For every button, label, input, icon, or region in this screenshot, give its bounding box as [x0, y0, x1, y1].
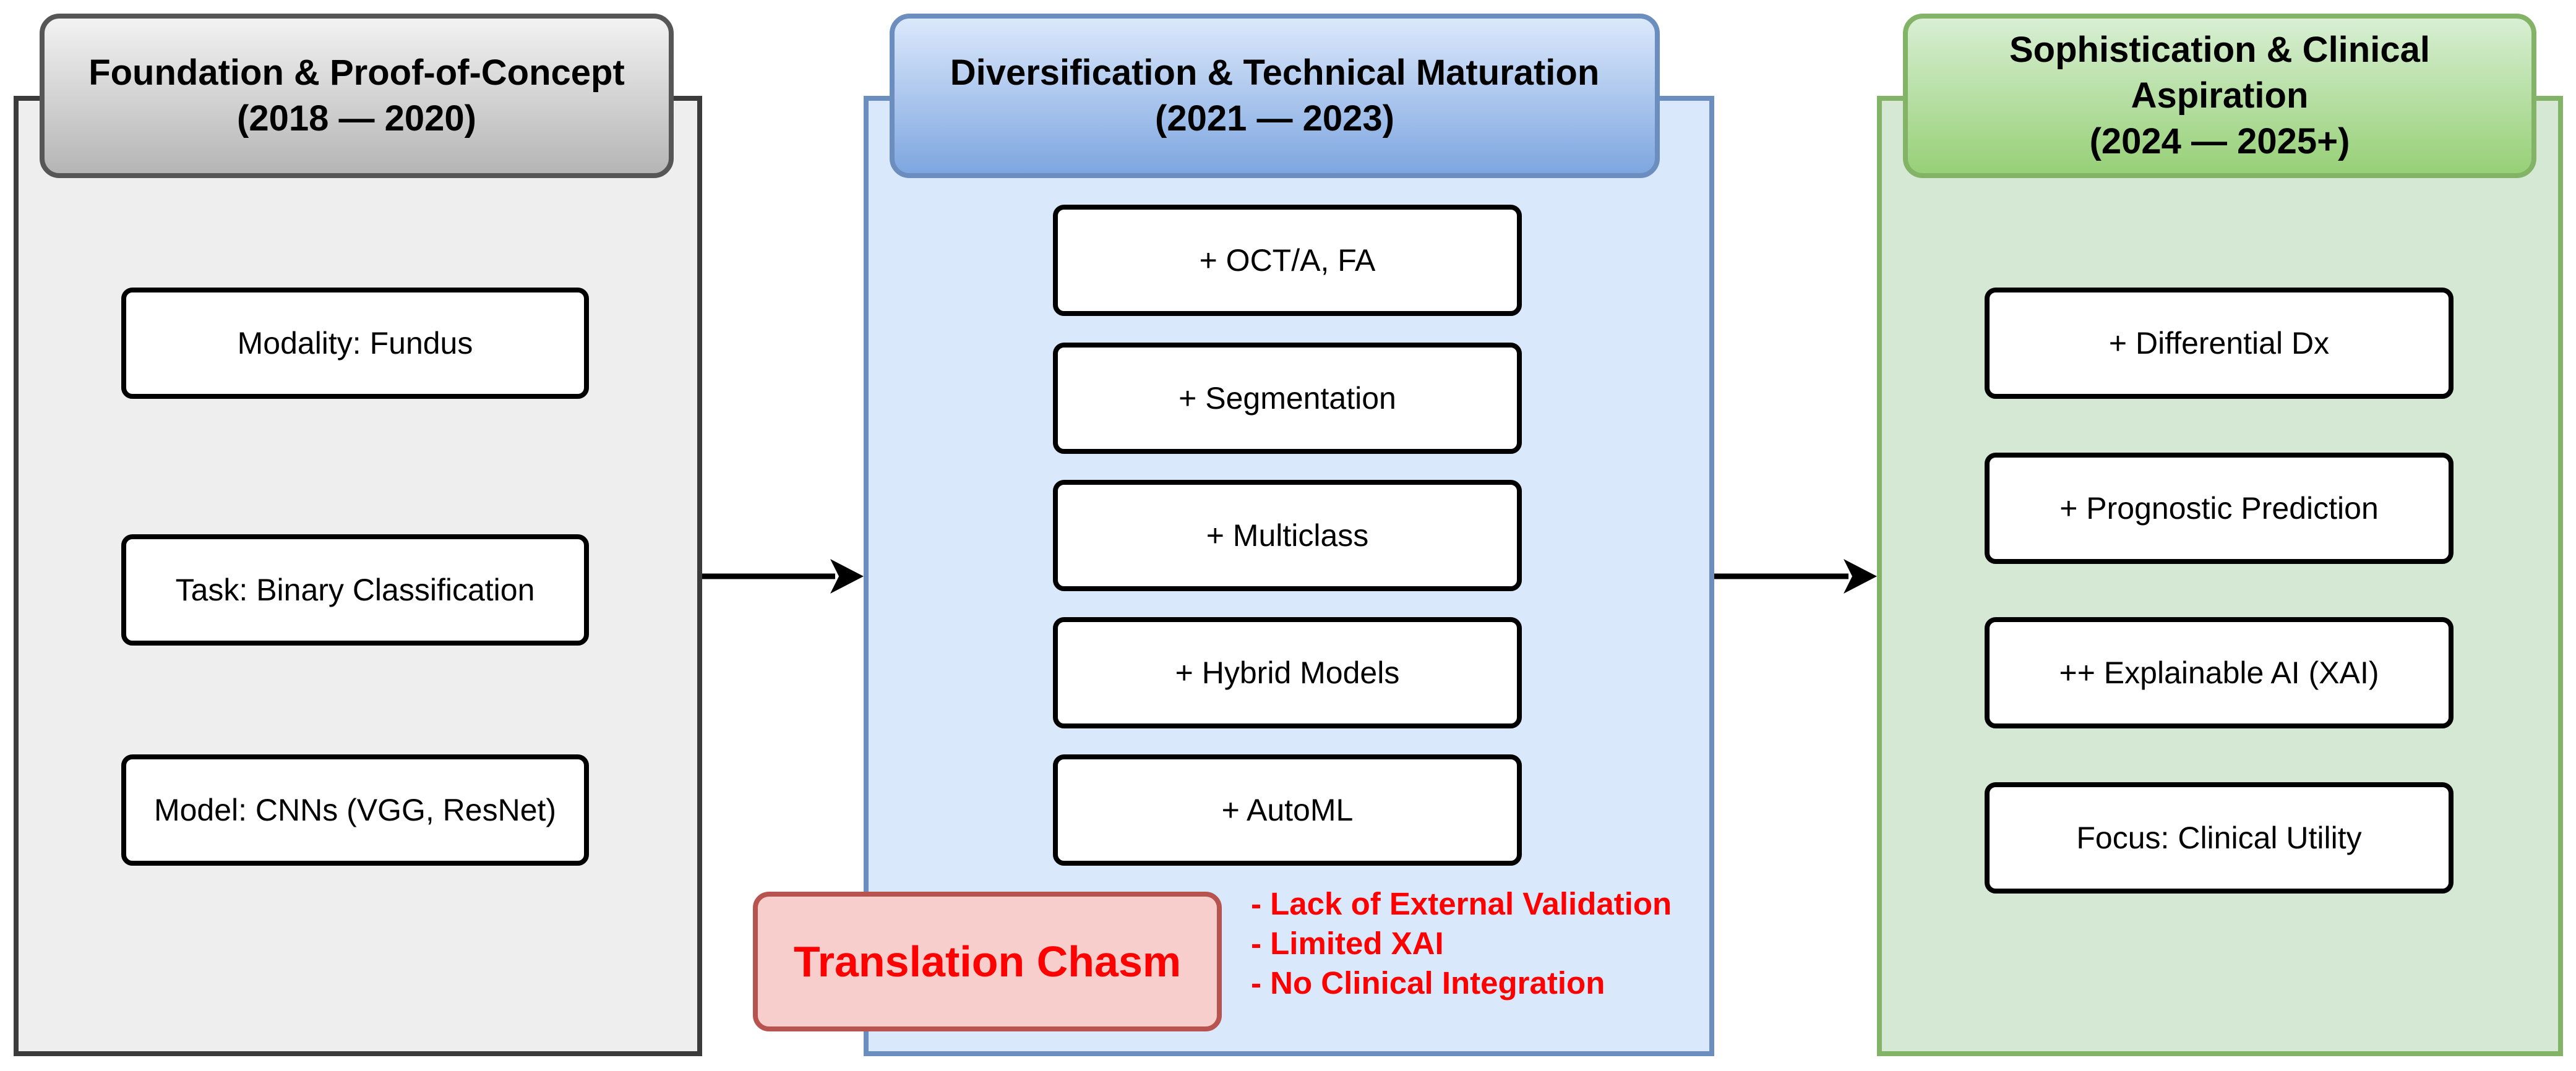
stage-3-panel	[1877, 96, 2563, 1056]
chasm-note: - Lack of External Validation	[1251, 886, 1672, 921]
stage-1-header: Foundation & Proof-of-Concept (2018 — 20…	[40, 14, 674, 178]
stage-2-item: + Multiclass	[1053, 480, 1522, 591]
stage-2-period: (2021 — 2023)	[1155, 98, 1394, 139]
stage-1-item: Modality: Fundus	[121, 288, 589, 399]
stage-3-item: + Differential Dx	[1985, 288, 2454, 399]
stage-2-header: Diversification & Technical Maturation (…	[890, 14, 1660, 178]
stage-3-header: Sophistication & Clinical Aspiration (20…	[1903, 14, 2536, 178]
stage-3-item: ++ Explainable AI (XAI)	[1985, 617, 2454, 728]
stage-2-item: + Hybrid Models	[1053, 617, 1522, 728]
arrow-stage1-to-stage2-head	[830, 559, 864, 594]
stage-2-item: + AutoML	[1053, 754, 1522, 866]
translation-chasm-box: Translation Chasm	[753, 892, 1222, 1031]
stage-3-item: + Prognostic Prediction	[1985, 453, 2454, 564]
chasm-note: - No Clinical Integration	[1251, 965, 1605, 1001]
stage-3-title-line-2: Aspiration	[2131, 75, 2309, 116]
stage-2-title: Diversification & Technical Maturation	[950, 53, 1600, 93]
arrow-stage2-to-stage3-head	[1844, 559, 1877, 594]
stage-3-item: Focus: Clinical Utility	[1985, 782, 2454, 894]
chasm-note: - Limited XAI	[1251, 926, 1444, 961]
stage-1-period: (2018 — 2020)	[237, 98, 476, 139]
stage-1-item: Model: CNNs (VGG, ResNet)	[121, 754, 589, 866]
stage-3-period: (2024 — 2025+)	[2089, 121, 2350, 161]
stage-2-item: + Segmentation	[1053, 343, 1522, 454]
stage-1-title: Foundation & Proof-of-Concept	[88, 53, 625, 93]
stage-3-title-line-1: Sophistication & Clinical	[2009, 30, 2430, 70]
stage-2-item: + OCT/A, FA	[1053, 205, 1522, 316]
stage-1-item: Task: Binary Classification	[121, 534, 589, 646]
chasm-notes: - Lack of External Validation - Limited …	[1251, 884, 1696, 1003]
